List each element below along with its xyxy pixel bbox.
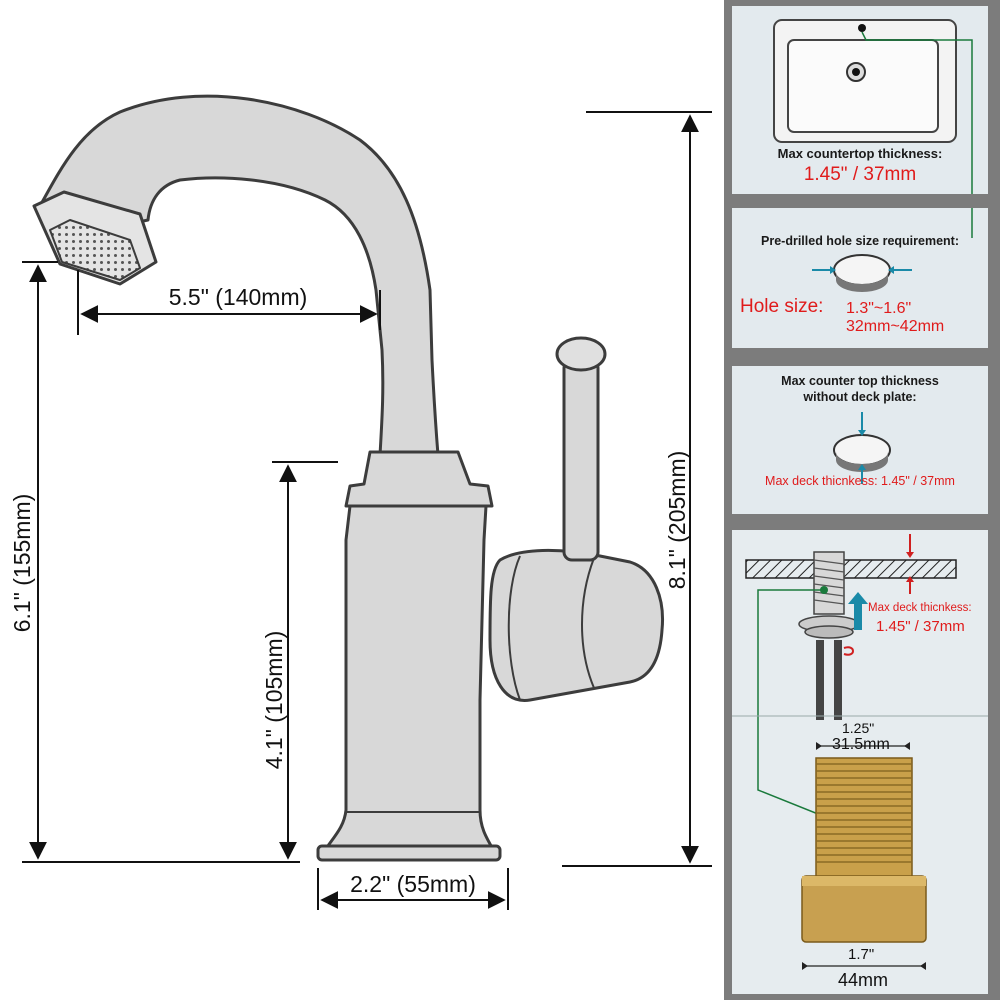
hole-value-mm: 32mm~42mm <box>846 318 945 335</box>
deck-title-line2: without deck plate: <box>803 390 917 404</box>
brass-shank <box>815 757 913 879</box>
installation-diagram <box>732 534 988 970</box>
faucet-illustration <box>32 94 665 862</box>
hole-label: Hole size: <box>740 296 824 317</box>
deck-thickness-card: Max counter top thickness without deck p… <box>732 366 988 514</box>
deck-value: Max deck thicnkess: 1.45" / 37mm <box>765 474 955 488</box>
base-diameter-label: 2.2" (55mm) <box>350 871 476 897</box>
faucet-body <box>318 504 500 860</box>
shank-bottom-mm: 44mm <box>838 970 889 990</box>
sink-top-view-icon <box>773 19 973 194</box>
hole-value-inches: 1.3"~1.6" <box>846 300 912 317</box>
countertop-thickness-card: Max countertop thickness: 1.45" / 37mm <box>732 6 988 194</box>
total-height-label: 8.1" (205mm) <box>664 451 690 590</box>
deck-title-line1: Max counter top thickness <box>781 374 939 388</box>
dimension-lines <box>22 111 712 910</box>
hole-diagram-icon <box>812 208 973 292</box>
faucet-handle-lever <box>562 358 600 562</box>
install-deck-label: Max deck thicnkess: <box>868 602 972 614</box>
deck-hole-icon <box>833 412 891 484</box>
hole-size-card: Pre-drilled hole size requirement: Hole … <box>732 208 988 348</box>
countertop-value: 1.45" / 37mm <box>803 164 917 185</box>
body-height-label: 4.1" (105mm) <box>261 631 287 770</box>
install-deck-value: 1.45" / 37mm <box>876 618 965 635</box>
faucet-collar <box>344 450 494 508</box>
shank-top-mm: 31.5mm <box>832 736 890 753</box>
faucet-base <box>316 844 502 862</box>
faucet-handle-knob <box>488 548 665 702</box>
shank-top-inches: 1.25" <box>842 720 875 736</box>
installation-info-panel: Max countertop thickness: 1.45" / 37mm P… <box>724 0 1000 1000</box>
spout-reach-label: 5.5" (140mm) <box>169 284 308 310</box>
shank-bottom-inches: 1.7" <box>848 946 875 963</box>
spout-height-label: 6.1" (155mm) <box>9 494 35 633</box>
hole-title: Pre-drilled hole size requirement: <box>761 234 959 248</box>
countertop-title: Max countertop thickness: <box>777 146 943 161</box>
installation-card: Max deck thicnkess: 1.45" / 37mm 1.25" 3… <box>732 530 988 994</box>
